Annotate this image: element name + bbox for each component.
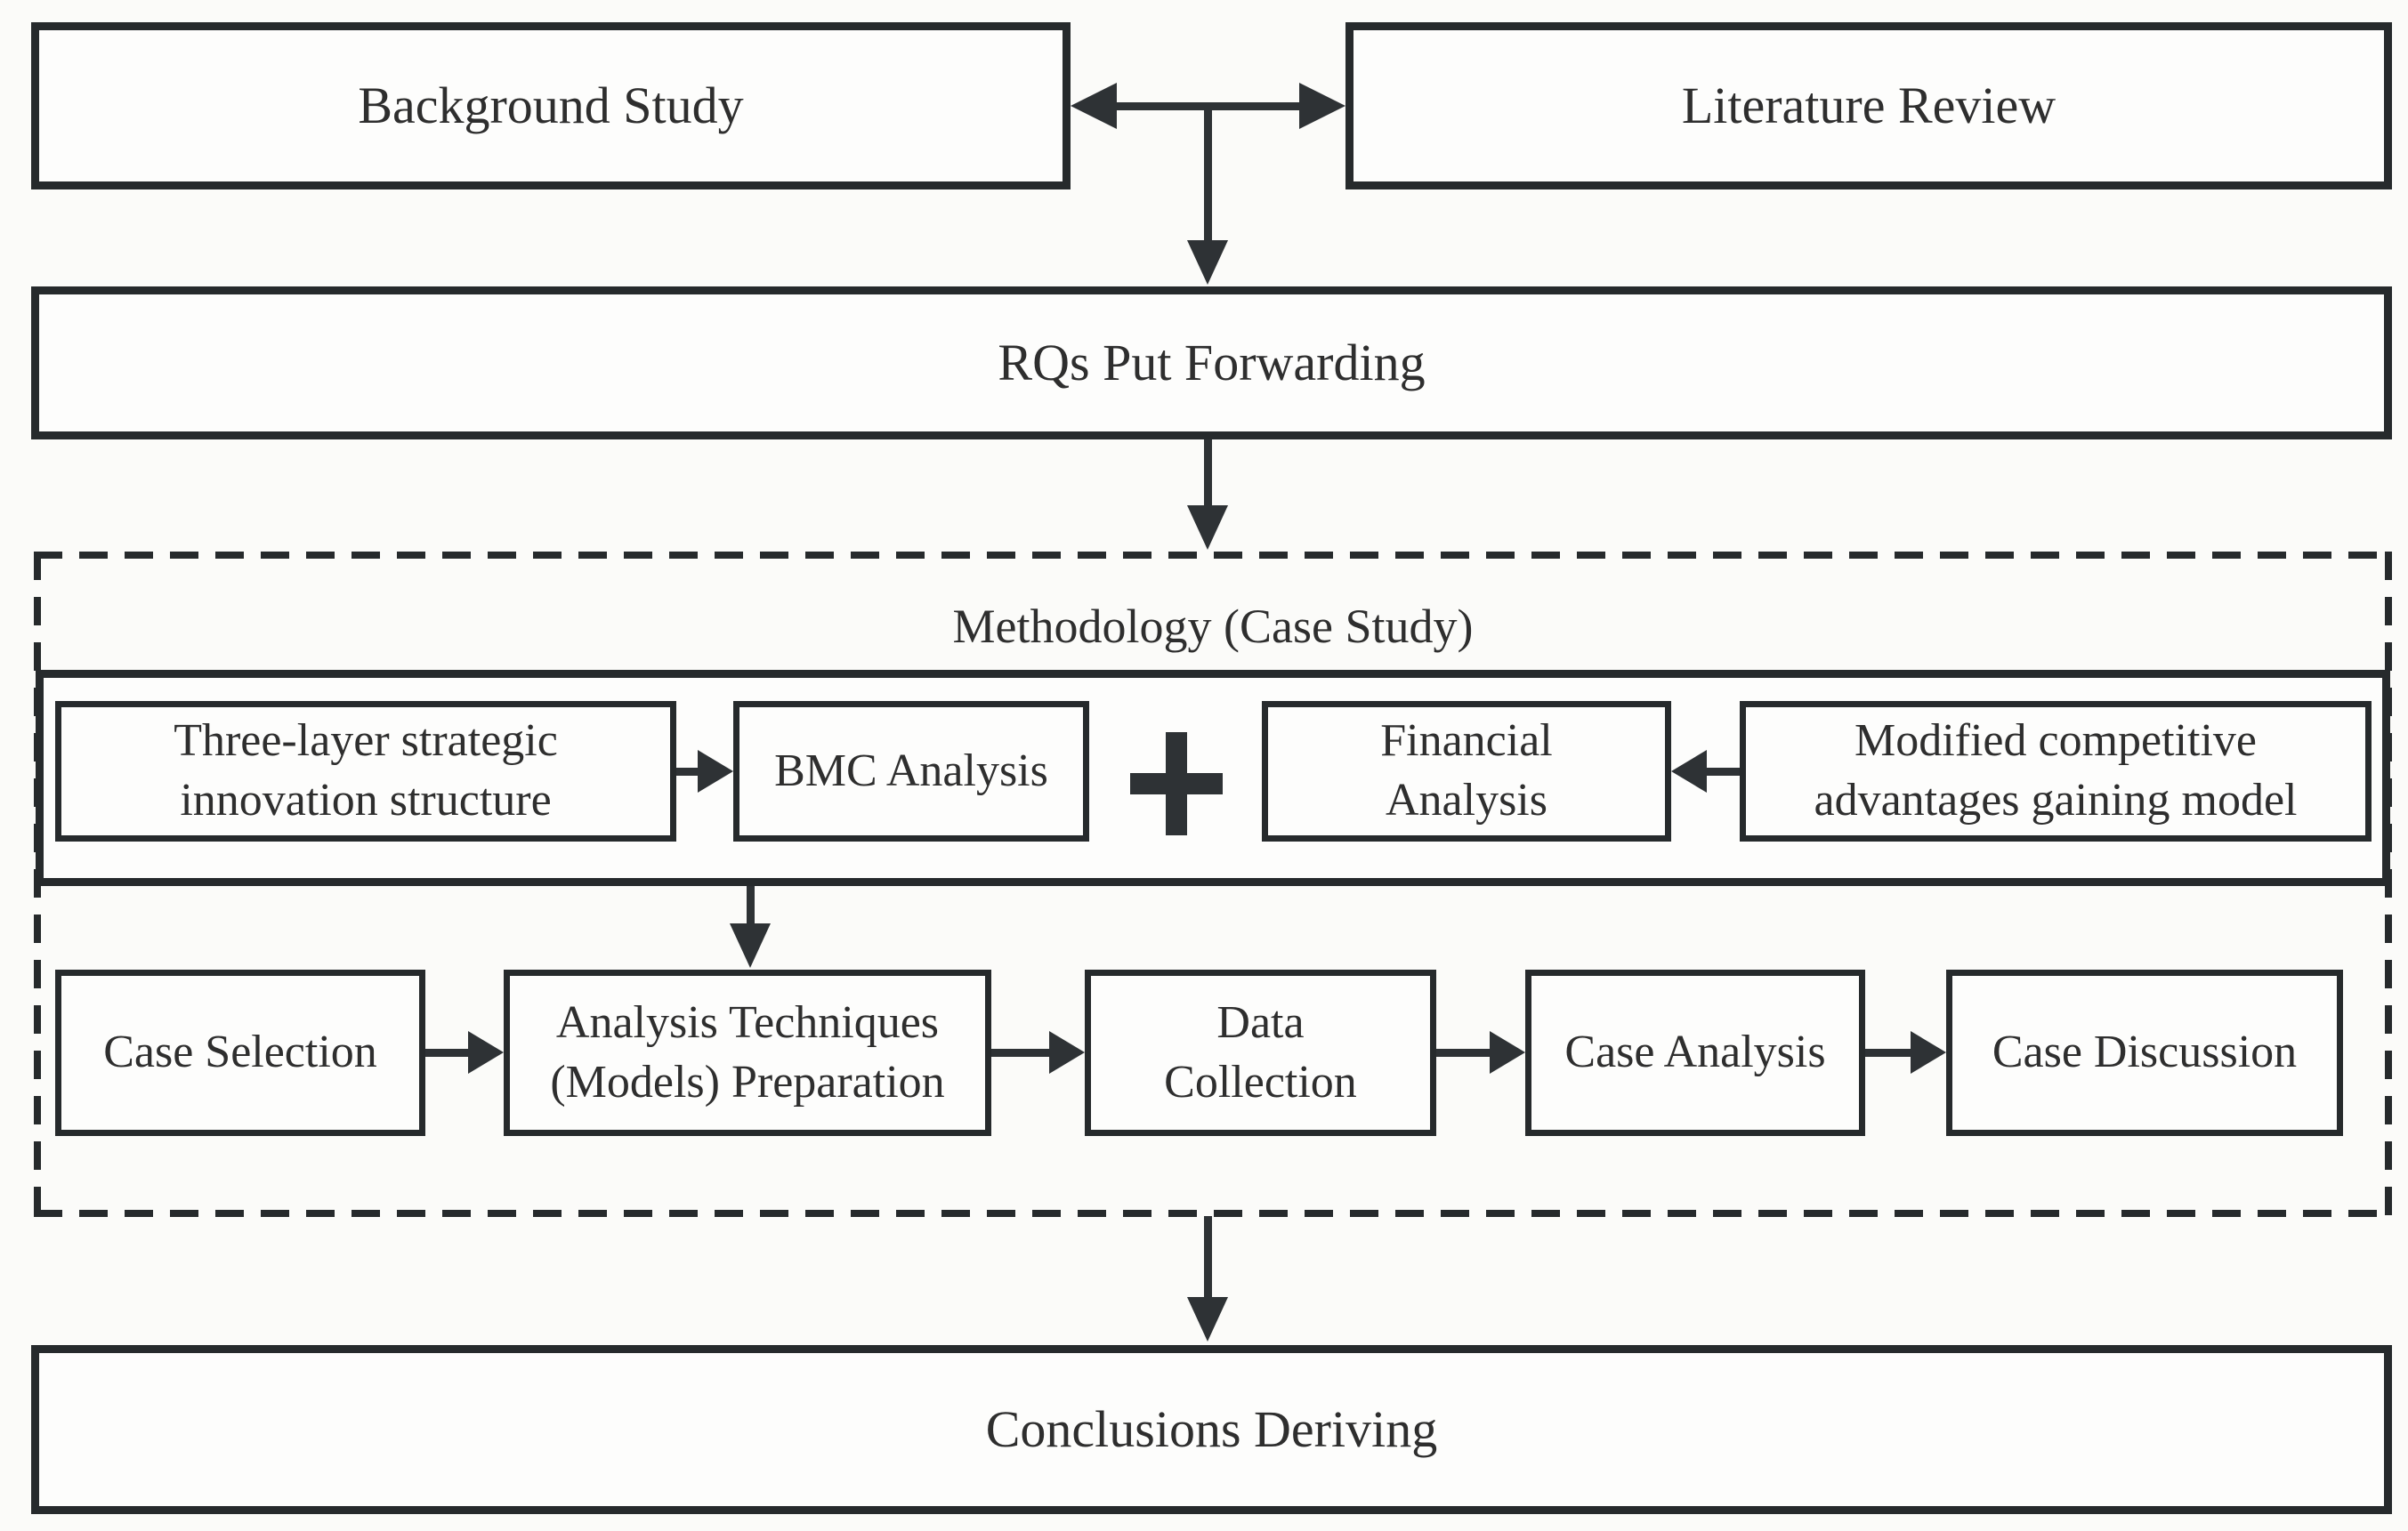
modified-advantages-model-node: Modified competitive advantages gaining … [1740, 701, 2372, 842]
plus-icon-horizontal-bar [1130, 773, 1223, 794]
arrow-to-analysis-techniques-shaft [425, 1049, 468, 1057]
arrowhead-right-icon [468, 1031, 504, 1074]
arrowhead-right-icon [698, 750, 733, 793]
case-discussion-node: Case Discussion [1946, 970, 2343, 1136]
case-analysis-node: Case Analysis [1525, 970, 1865, 1136]
arrow-to-data-collection-shaft [991, 1049, 1049, 1057]
arrowhead-down-icon [1187, 240, 1228, 285]
arrow-to-case-discussion-shaft [1865, 1049, 1911, 1057]
arrowhead-left-icon [1071, 83, 1117, 129]
methodology-dashed-border-top [34, 552, 2392, 559]
arrowhead-down-icon [1187, 505, 1228, 550]
arrow-down-to-methodology-shaft [1204, 439, 1212, 507]
arrow-to-bmc-shaft [676, 768, 701, 776]
plus-icon [1130, 732, 1223, 835]
arrowhead-right-icon [1911, 1031, 1946, 1074]
financial-analysis-label: Financial Analysis [1380, 715, 1553, 826]
methodology-title: Methodology (Case Study) [952, 600, 1474, 653]
arrowhead-right-icon [1490, 1031, 1525, 1074]
case-analysis-label: Case Analysis [1564, 1027, 1826, 1078]
literature-review-label: Literature Review [1681, 76, 2056, 134]
analysis-techniques-node: Analysis Techniques (Models) Preparation [504, 970, 991, 1136]
rqs-node: RQs Put Forwarding [31, 286, 2392, 439]
arrow-to-case-analysis-shaft [1436, 1049, 1490, 1057]
background-study-label: Background Study [358, 76, 744, 134]
rqs-label: RQs Put Forwarding [998, 333, 1426, 391]
arrowhead-down-icon [730, 923, 771, 968]
arrowhead-down-icon [1187, 1297, 1228, 1342]
arrow-down-to-rqs-shaft [1204, 106, 1212, 242]
arrowhead-right-icon [1049, 1031, 1085, 1074]
case-selection-node: Case Selection [55, 970, 425, 1136]
conclusions-label: Conclusions Deriving [985, 1399, 1438, 1458]
literature-review-node: Literature Review [1345, 22, 2392, 189]
bmc-analysis-node: BMC Analysis [733, 701, 1089, 842]
arrowhead-left-icon [1671, 750, 1707, 793]
three-layer-structure-node: Three-layer strategic innovation structu… [55, 701, 676, 842]
modified-advantages-model-label: Modified competitive advantages gaining … [1814, 715, 2298, 826]
arrow-to-financial-shaft [1705, 768, 1741, 776]
data-collection-label: Data Collection [1164, 996, 1357, 1108]
methodology-dashed-border-bottom [34, 1210, 2392, 1217]
background-study-node: Background Study [31, 22, 1071, 189]
case-selection-label: Case Selection [103, 1027, 377, 1078]
three-layer-structure-label: Three-layer strategic innovation structu… [174, 715, 558, 826]
arrow-down-to-conclusions-shaft [1204, 1216, 1212, 1299]
bmc-analysis-label: BMC Analysis [774, 745, 1048, 796]
arrowhead-right-icon [1299, 83, 1345, 129]
case-discussion-label: Case Discussion [1992, 1027, 2298, 1078]
analysis-techniques-label: Analysis Techniques (Models) Preparation [550, 996, 945, 1108]
arrow-down-to-process-shaft [747, 886, 755, 925]
financial-analysis-node: Financial Analysis [1262, 701, 1671, 842]
data-collection-node: Data Collection [1085, 970, 1436, 1136]
conclusions-node: Conclusions Deriving [31, 1345, 2392, 1514]
